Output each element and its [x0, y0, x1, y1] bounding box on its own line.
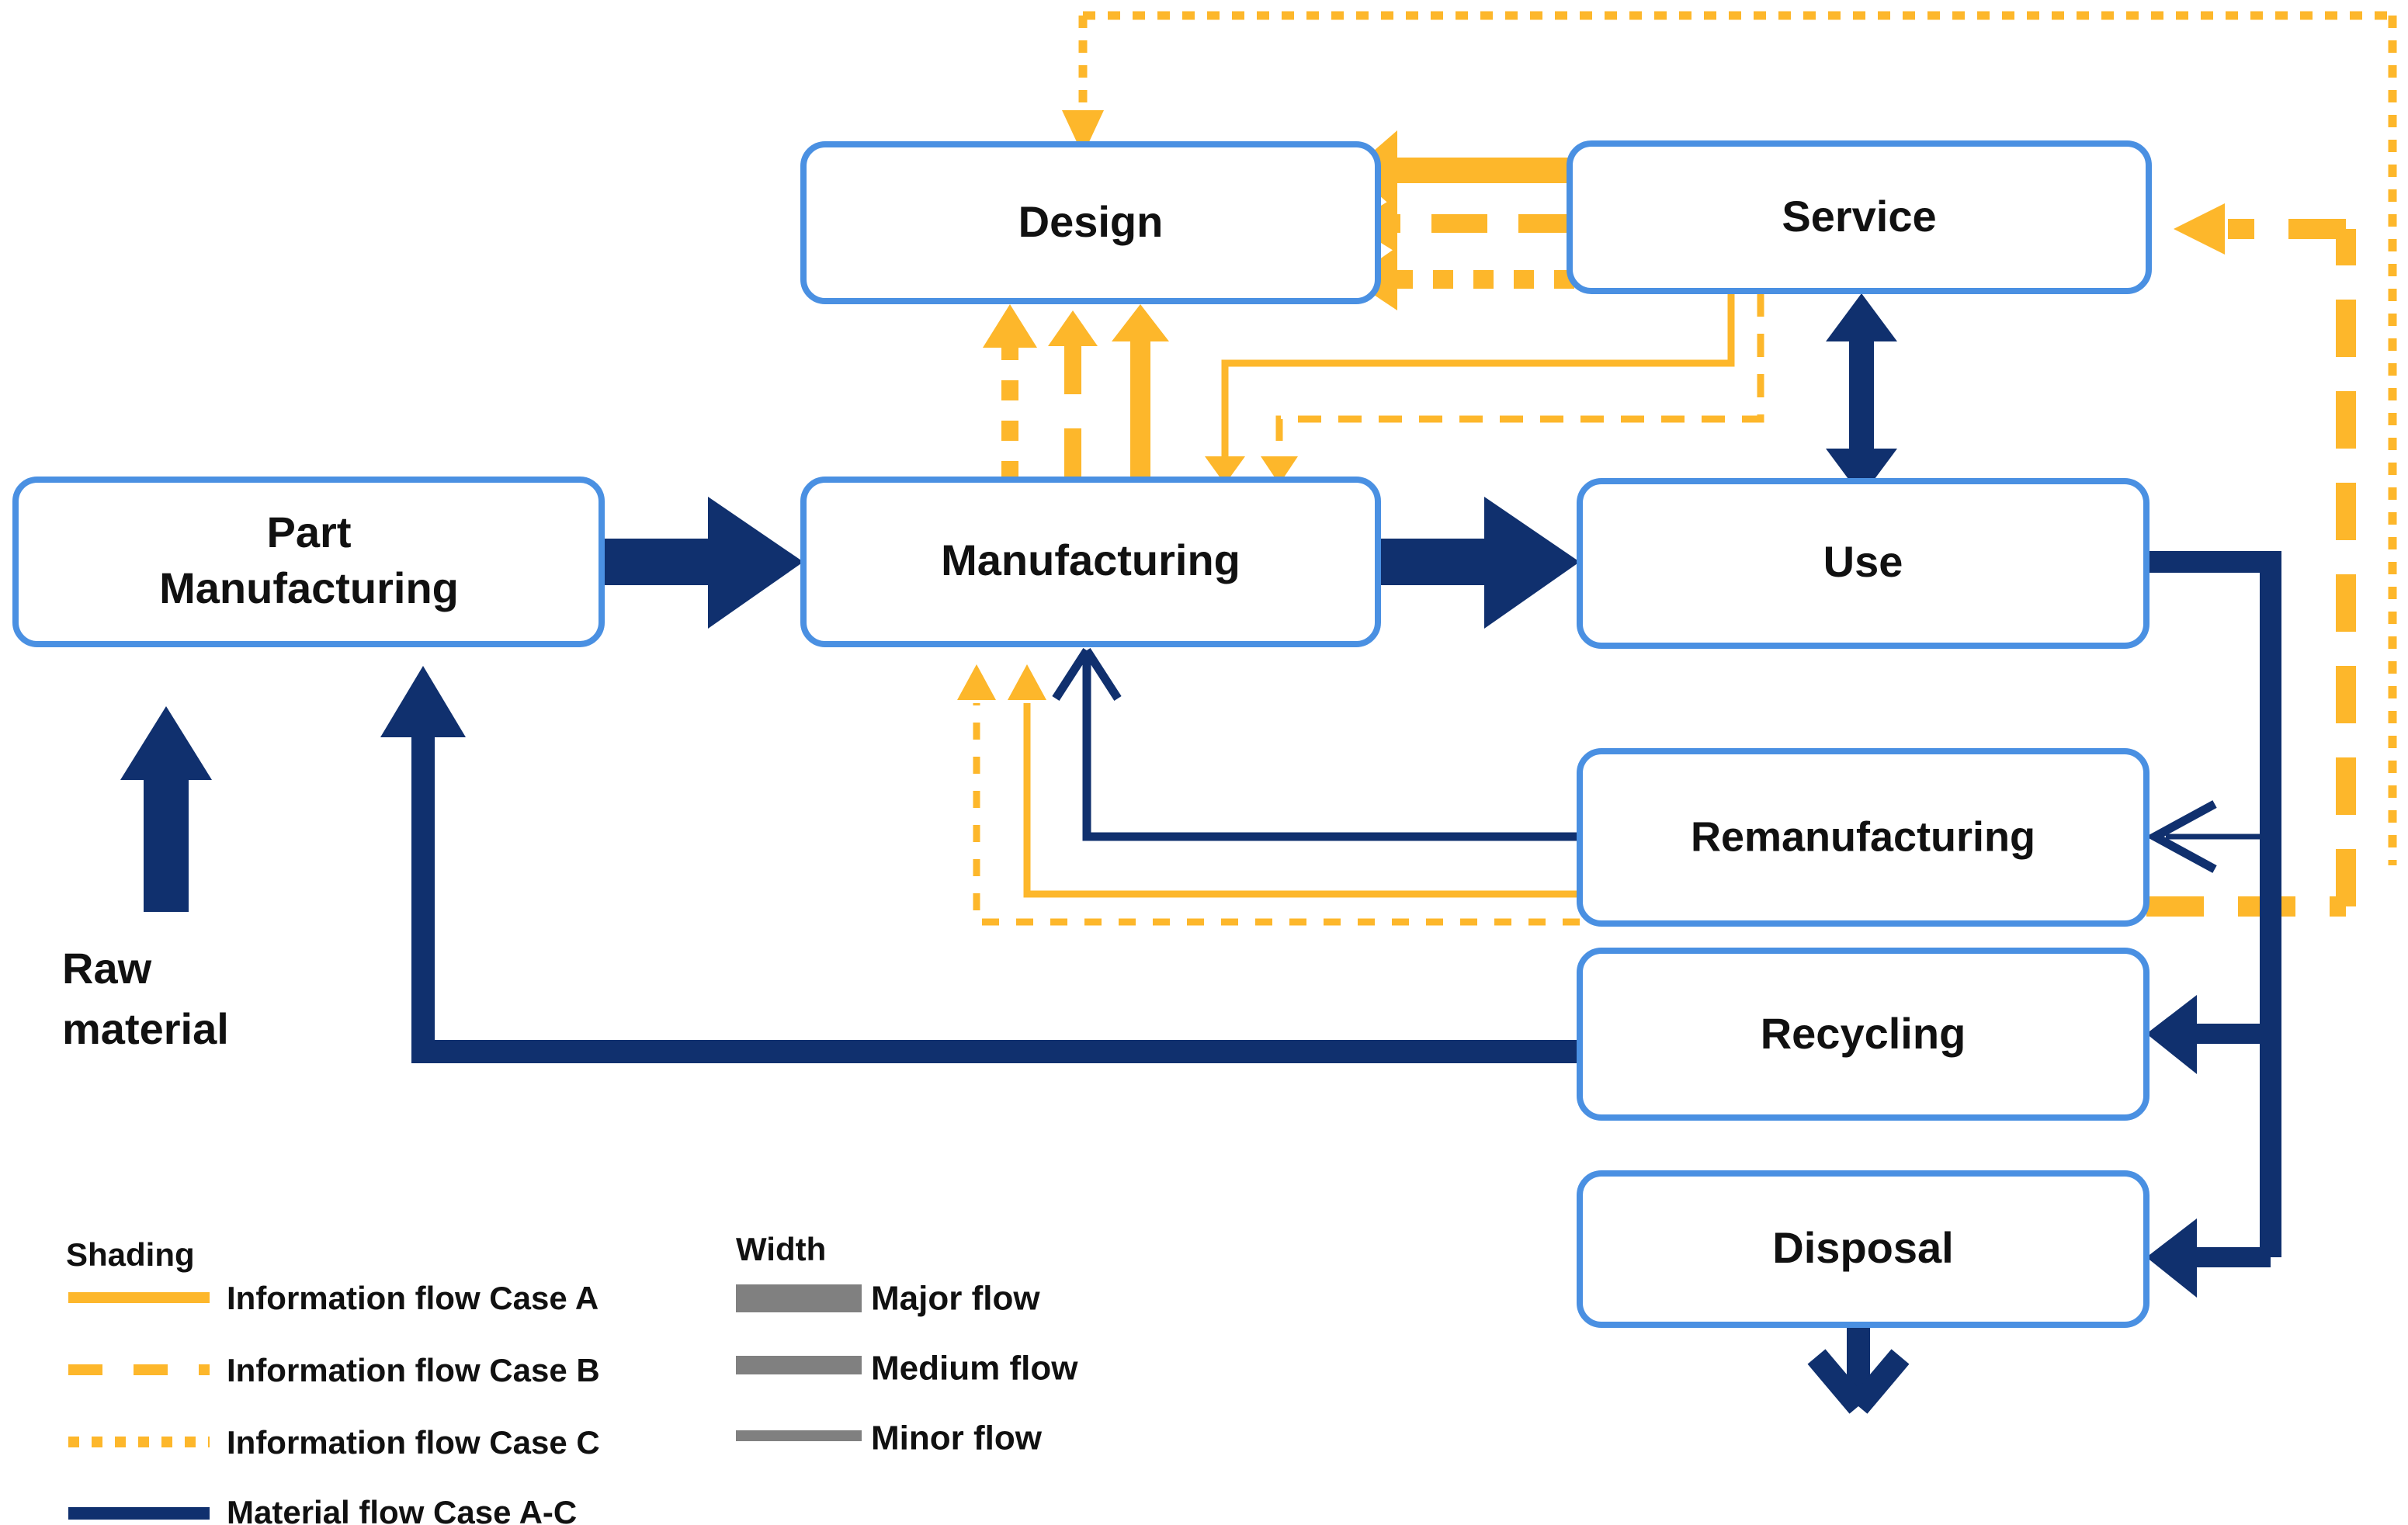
edge-raw-material-to-part-manufacturing — [120, 706, 212, 912]
legend-label-major-flow: Major flow — [871, 1280, 1040, 1318]
node-label-service: Service — [1782, 192, 1936, 241]
edge-remanufacturing-to-manufacturing — [1052, 648, 1580, 841]
legend-width-heading: Width — [736, 1231, 826, 1267]
node-label-remanufacturing: Remanufacturing — [1691, 813, 2035, 860]
legend-swatch-major-flow — [736, 1284, 862, 1312]
node-label-disposal: Disposal — [1772, 1223, 1953, 1272]
raw-material-line1: Raw — [62, 944, 152, 993]
raw-material-line2: material — [62, 1004, 229, 1053]
node-use[interactable]: Use — [1577, 478, 2150, 649]
node-part-manufacturing[interactable]: Part Manufacturing — [12, 477, 605, 647]
legend-swatch-minor-flow — [736, 1430, 862, 1441]
edge-service-to-design-case-a — [1351, 130, 1577, 211]
node-service[interactable]: Service — [1567, 140, 2152, 294]
legend-swatch-medium-flow — [736, 1356, 862, 1374]
edge-manufacturing-to-design-case-a — [1112, 304, 1169, 481]
node-remanufacturing[interactable]: Remanufacturing — [1577, 748, 2150, 927]
edge-disposal-out — [1807, 1325, 1910, 1414]
legend-item-info-flow-case-a: Information flow Case A — [68, 1280, 599, 1316]
legend-label-medium-flow: Medium flow — [871, 1350, 1078, 1388]
edge-manufacturing-to-design-case-b — [1048, 310, 1098, 481]
node-disposal[interactable]: Disposal — [1577, 1170, 2150, 1328]
legend-item-info-flow-case-c: Information flow Case C — [68, 1424, 600, 1461]
edge-service-to-manufacturing-case-b — [1261, 293, 1764, 484]
edge-service-to-use-bidirectional — [1826, 293, 1897, 497]
legend-label-info-flow-case-a: Information flow Case A — [227, 1280, 599, 1316]
legend-item-info-flow-case-b: Information flow Case B — [68, 1352, 600, 1388]
edge-remanufacturing-to-service-case-b — [2146, 203, 2356, 917]
node-label-use: Use — [1823, 537, 1903, 586]
edge-service-to-design-case-c — [1351, 247, 1574, 310]
node-recycling[interactable]: Recycling — [1577, 948, 2150, 1121]
legend-item-major-flow: Major flow — [736, 1280, 1040, 1318]
legend-label-info-flow-case-c: Information flow Case C — [227, 1424, 600, 1461]
node-manufacturing[interactable]: Manufacturing — [800, 477, 1381, 647]
node-label-manufacturing: Manufacturing — [941, 535, 1240, 584]
node-design[interactable]: Design — [800, 141, 1381, 304]
legend: Shading Width Information flow Case A In… — [66, 1231, 1078, 1525]
edge-manufacturing-to-use — [1380, 497, 1580, 629]
edge-manufacturing-to-design-case-c — [983, 304, 1037, 481]
legend-label-minor-flow: Minor flow — [871, 1419, 1043, 1457]
legend-shading-heading: Shading — [66, 1236, 195, 1273]
edge-part-manufacturing-to-manufacturing — [604, 497, 803, 629]
legend-label-info-flow-case-b: Information flow Case B — [227, 1352, 600, 1388]
edge-remanufacturing-to-manufacturing-case-a — [1008, 664, 1580, 898]
legend-label-material-flow-case-a-c: Material flow Case A-C — [227, 1494, 577, 1525]
node-label-recycling: Recycling — [1761, 1009, 1966, 1058]
legend-item-material-flow-case-a-c: Material flow Case A-C — [68, 1494, 577, 1525]
node-label-part-manufacturing-line2: Manufacturing — [159, 563, 459, 612]
node-label-part-manufacturing-line1: Part — [267, 508, 352, 556]
legend-item-medium-flow: Medium flow — [736, 1350, 1078, 1388]
node-label-design: Design — [1018, 197, 1164, 246]
edge-recycling-to-part-manufacturing — [380, 666, 1580, 1063]
edge-remanufacturing-to-manufacturing-case-c — [957, 664, 1580, 926]
legend-item-minor-flow: Minor flow — [736, 1419, 1043, 1457]
edge-use-to-recycling-and-disposal — [2146, 551, 2281, 1298]
edge-remanufacturing-to-design-case-c — [1062, 11, 2397, 865]
label-raw-material: Raw material — [62, 944, 229, 1053]
edge-service-to-design-case-b — [1351, 196, 1574, 253]
edge-service-to-manufacturing-case-a — [1205, 293, 1735, 484]
